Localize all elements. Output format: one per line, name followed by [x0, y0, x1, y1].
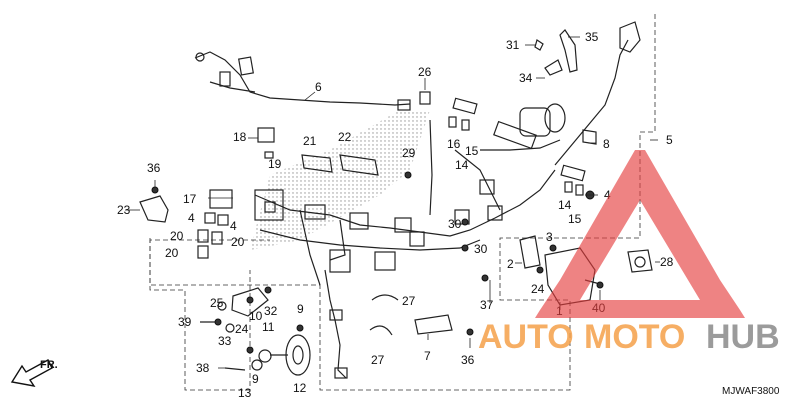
callout-34: 34	[519, 71, 533, 85]
callout-20a: 20	[170, 229, 184, 243]
long-lead	[554, 39, 629, 166]
callout-23: 23	[117, 203, 131, 217]
callout-6: 6	[315, 80, 322, 94]
callout-4c: 4	[230, 219, 237, 233]
watermark-logo: AUTO MOTO HUB	[478, 150, 780, 356]
callout-14b: 14	[558, 198, 572, 212]
relay-21	[301, 154, 333, 173]
watermark-word-hub: HUB	[706, 318, 780, 356]
callout-19: 19	[268, 157, 282, 171]
callout-9b: 9	[252, 372, 259, 386]
callout-8: 8	[603, 137, 610, 151]
callout-35: 35	[585, 30, 599, 44]
callout-15a: 15	[465, 144, 479, 158]
callout-28: 28	[660, 255, 674, 269]
callout-5: 5	[666, 133, 673, 147]
bracket-23	[139, 195, 169, 223]
bracket-25	[231, 287, 269, 317]
callout-26: 26	[418, 65, 432, 79]
callout-20b: 20	[231, 235, 245, 249]
diagram-code: MJWAF3800	[722, 386, 780, 397]
front-arrow-icon	[10, 359, 53, 387]
callout-15b: 15	[568, 212, 582, 226]
leader-lines	[125, 36, 660, 369]
callout-10: 10	[249, 309, 263, 323]
bracket-35	[559, 29, 578, 73]
callout-39: 39	[178, 315, 192, 329]
callout-4b: 4	[188, 211, 195, 225]
watermark-word-moto: MOTO	[584, 318, 685, 356]
bracket-7	[414, 314, 453, 335]
callout-32: 32	[264, 304, 278, 318]
frame-main	[149, 14, 656, 391]
callout-31: 31	[506, 38, 520, 52]
front-label: FR.	[40, 359, 58, 371]
callout-3: 3	[546, 230, 553, 244]
front-direction-indicator: FR.	[10, 359, 58, 387]
relay-17	[209, 189, 233, 209]
callout-36b: 36	[461, 353, 475, 367]
callouts: 1 2 3 4 4 4 5 6 7 8 9 9 10 11 12 13 14 1…	[117, 30, 674, 400]
callout-21: 21	[303, 134, 317, 148]
callout-17: 17	[183, 192, 197, 206]
callout-22: 22	[338, 130, 352, 144]
callout-13: 13	[238, 386, 252, 400]
callout-14a: 14	[455, 158, 469, 172]
callout-18: 18	[233, 130, 247, 144]
callout-36a: 36	[147, 161, 161, 175]
connector-16	[452, 97, 478, 115]
callout-9: 9	[297, 302, 304, 316]
callout-11: 11	[262, 320, 275, 334]
callout-12: 12	[293, 381, 307, 395]
callout-29: 29	[402, 146, 416, 160]
callout-24a: 24	[235, 322, 249, 336]
callout-30b: 30	[474, 242, 488, 256]
callout-27a: 27	[402, 294, 416, 308]
callout-4a: 4	[604, 188, 611, 202]
callout-25: 25	[210, 296, 224, 310]
relay-22	[339, 154, 379, 176]
callout-27b: 27	[371, 353, 385, 367]
dotted-area	[250, 110, 430, 250]
callout-2: 2	[507, 257, 514, 271]
callout-38: 38	[196, 361, 210, 375]
frame-left-group	[149, 238, 251, 391]
callout-33: 33	[218, 334, 232, 348]
callout-24b: 24	[531, 282, 545, 296]
main-harness	[254, 169, 556, 237]
watermark-triangle-icon	[535, 150, 745, 318]
horn-12	[285, 334, 311, 376]
callout-16: 16	[447, 137, 461, 151]
callout-30a: 30	[448, 217, 462, 231]
callout-20c: 20	[165, 246, 179, 260]
watermark-word-auto: AUTO	[478, 318, 574, 356]
upper-harness	[194, 51, 411, 106]
lower-wire	[324, 269, 347, 379]
callout-7: 7	[424, 349, 431, 363]
clamp-27	[371, 294, 399, 301]
callout-37: 37	[480, 298, 494, 312]
